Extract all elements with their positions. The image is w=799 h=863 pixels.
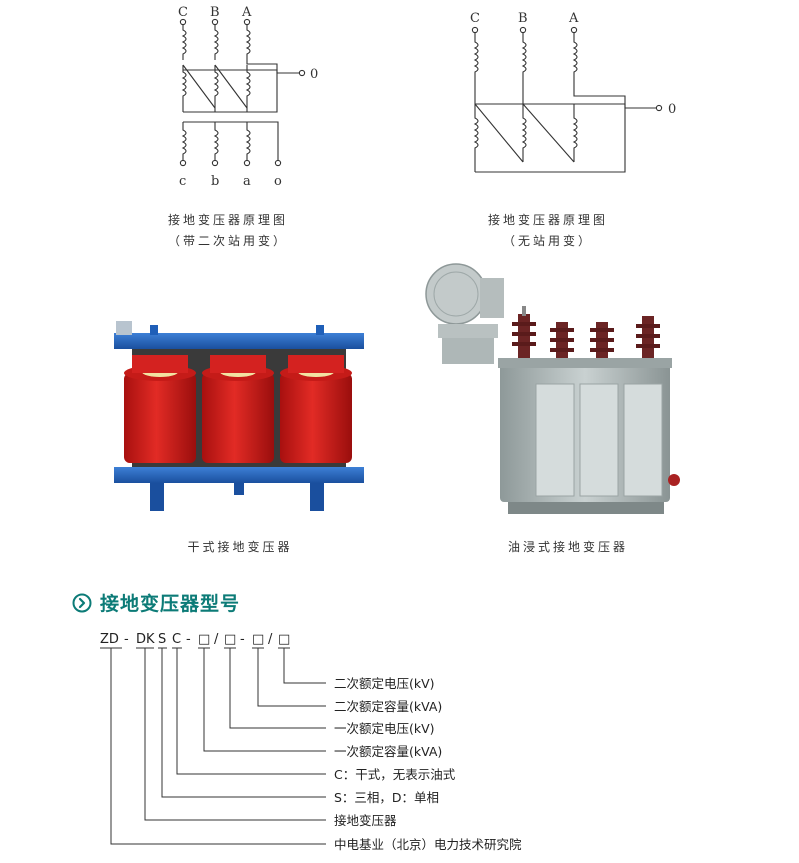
section-heading: 接地变压器型号 bbox=[72, 589, 240, 616]
code-part-slash1: / bbox=[214, 632, 219, 647]
code-part-dk: DK bbox=[136, 632, 155, 647]
dry-type-caption: 干式接地变压器 bbox=[187, 540, 293, 554]
code-part-box2: □ bbox=[224, 632, 236, 647]
oil-immersed-transformer-image bbox=[425, 263, 680, 514]
code-part-s: S bbox=[158, 632, 166, 647]
left-diagram-caption-line1: 接地变压器原理图 bbox=[167, 213, 288, 227]
chevron-circle-icon bbox=[72, 593, 92, 612]
left-diagram-caption-line2: （带二次站用变） bbox=[167, 234, 288, 248]
code-part-dash3: - bbox=[240, 632, 245, 647]
left-neutral-label: 0 bbox=[310, 67, 318, 82]
desc-secondary-capacity: 二次额定容量(kVA) bbox=[334, 699, 442, 714]
right-neutral-label: 0 bbox=[668, 102, 676, 117]
dry-type-transformer-image bbox=[114, 321, 364, 511]
right-diagram-caption-line2: （无站用变） bbox=[502, 234, 593, 248]
code-part-box4: □ bbox=[278, 632, 290, 647]
desc-primary-capacity: 一次额定容量(kVA) bbox=[334, 744, 442, 759]
desc-manufacturer: 中电基业（北京）电力技术研究院 bbox=[334, 837, 522, 852]
desc-primary-voltage: 一次额定电压(kV) bbox=[334, 721, 435, 736]
left-bottom-label-c: c bbox=[179, 174, 186, 189]
left-bottom-label-a: a bbox=[243, 174, 251, 189]
desc-insulation-type: C：干式，无表示油式 bbox=[334, 767, 456, 782]
left-top-label-b: B bbox=[210, 5, 220, 20]
code-part-dash2: - bbox=[186, 632, 191, 647]
right-top-label-c: C bbox=[470, 11, 480, 26]
code-part-box3: □ bbox=[252, 632, 264, 647]
left-top-label-c: C bbox=[178, 5, 188, 20]
desc-phase: S：三相，D：单相 bbox=[334, 790, 439, 805]
wiring-diagram-left: C B A 0 c b a o C B A 0 bbox=[178, 5, 676, 189]
right-diagram-caption-line1: 接地变压器原理图 bbox=[487, 213, 608, 227]
desc-grounding-transformer: 接地变压器 bbox=[334, 813, 397, 828]
code-part-slash2: / bbox=[268, 632, 273, 647]
right-top-label-b: B bbox=[518, 11, 528, 26]
left-bottom-label-b: b bbox=[211, 174, 219, 189]
left-top-label-a: A bbox=[241, 5, 252, 20]
section-title: 接地变压器型号 bbox=[100, 593, 241, 615]
code-part-c: C bbox=[172, 632, 181, 647]
oil-immersed-caption: 油浸式接地变压器 bbox=[507, 540, 628, 554]
desc-secondary-voltage: 二次额定电压(kV) bbox=[334, 676, 435, 691]
left-bottom-label-o: o bbox=[274, 174, 282, 189]
code-part-dash1: - bbox=[124, 632, 129, 647]
code-part-zd: ZD bbox=[100, 632, 119, 647]
right-top-label-a: A bbox=[568, 11, 579, 26]
code-part-box1: □ bbox=[198, 632, 210, 647]
